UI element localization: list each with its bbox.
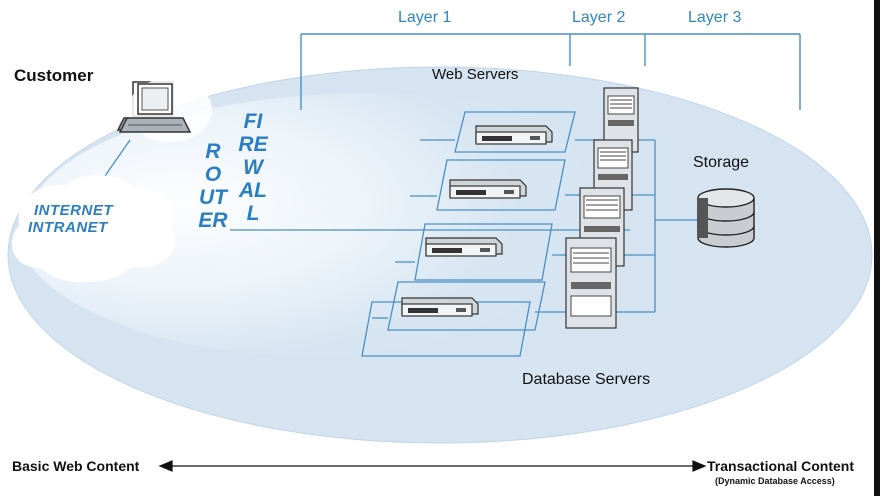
laptop-icon-front	[118, 83, 192, 133]
layer-bracket	[300, 33, 801, 110]
rack-server-icon	[449, 179, 527, 199]
customer-label: Customer	[14, 66, 94, 85]
firewall-label: FIREWALL	[238, 110, 268, 225]
axis-right-sublabel: (Dynamic Database Access)	[715, 476, 835, 486]
database-cylinder-icon	[697, 188, 755, 248]
rack-server-icon	[401, 297, 479, 317]
intranet-label: INTRANET	[28, 219, 108, 236]
rack-server-icon	[425, 237, 503, 257]
web-zone	[21, 93, 587, 356]
axis-left-label: Basic Web Content	[12, 458, 140, 474]
internet-label: INTERNET	[34, 202, 113, 219]
storage-label: Storage	[693, 154, 750, 171]
content-axis-arrow	[158, 460, 707, 472]
rack-server-icon	[475, 125, 553, 145]
layer-label: Layer 2	[572, 9, 626, 26]
cloud-icon	[11, 175, 176, 283]
router-label: ROUTER	[198, 140, 228, 232]
tower-server-icon	[565, 237, 617, 329]
right-border	[874, 0, 880, 496]
axis-right-label: Transactional Content	[707, 458, 855, 474]
database-servers-label: Database Servers	[522, 371, 651, 388]
layer-label: Layer 1	[398, 9, 452, 26]
layer-label: Layer 3	[688, 9, 742, 26]
web-servers-label: Web Servers	[432, 66, 519, 83]
web-tier-grid	[361, 111, 576, 357]
